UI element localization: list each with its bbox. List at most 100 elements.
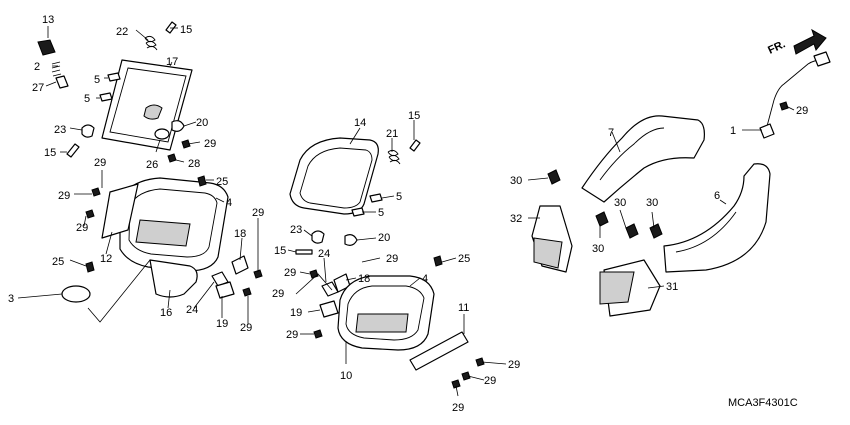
part-5-nut-a[interactable] bbox=[107, 72, 121, 82]
callout-5b: 5 bbox=[84, 93, 90, 105]
part-30-clip-b[interactable] bbox=[595, 211, 609, 227]
callout-15b: 15 bbox=[44, 147, 56, 159]
right-group bbox=[531, 28, 831, 317]
callout-29a: 29 bbox=[204, 138, 216, 150]
callout-7: 7 bbox=[608, 127, 614, 139]
part-27-pin[interactable] bbox=[55, 75, 69, 89]
callout-28: 28 bbox=[188, 158, 200, 170]
callout-23a: 23 bbox=[54, 124, 66, 136]
callout-20a: 20 bbox=[196, 117, 208, 129]
part-16-body[interactable] bbox=[149, 259, 198, 298]
part-20-washer[interactable] bbox=[171, 120, 185, 132]
part-19-stay-center[interactable] bbox=[319, 300, 339, 318]
part-15-pin-center[interactable] bbox=[409, 139, 421, 152]
part-29-bolt-b[interactable] bbox=[91, 187, 101, 197]
part-25-screw-b[interactable] bbox=[85, 261, 95, 273]
callout-10: 10 bbox=[340, 370, 352, 382]
part-26-grommet[interactable] bbox=[154, 128, 170, 140]
part-7-duct[interactable] bbox=[581, 115, 705, 203]
callout-29k: 29 bbox=[286, 329, 298, 341]
part-15-pin-left[interactable] bbox=[66, 143, 80, 158]
callout-13: 13 bbox=[42, 14, 54, 26]
part-5-nut-c[interactable] bbox=[369, 193, 383, 203]
part-11-bracket[interactable] bbox=[409, 331, 469, 371]
center-group bbox=[289, 137, 485, 389]
part-14-lid[interactable] bbox=[289, 137, 379, 215]
part-23-clip-center[interactable] bbox=[311, 230, 325, 244]
part-29-bolt-j[interactable] bbox=[451, 379, 461, 389]
callout-25c: 25 bbox=[458, 253, 470, 265]
part-21-spring[interactable] bbox=[387, 149, 401, 165]
part-5-nut-d[interactable] bbox=[351, 207, 365, 217]
callout-29f: 29 bbox=[240, 322, 252, 334]
callout-15a: 15 bbox=[180, 24, 192, 36]
part-25-screw-a[interactable] bbox=[197, 175, 207, 187]
part-1-cable[interactable] bbox=[765, 59, 823, 131]
part-29-bolt-c[interactable] bbox=[85, 209, 95, 219]
callout-15d: 15 bbox=[274, 245, 286, 257]
part-5-nut-b[interactable] bbox=[99, 92, 113, 102]
part-12-bracket[interactable] bbox=[101, 183, 139, 239]
callout-29n: 29 bbox=[452, 402, 464, 414]
callout-29c: 29 bbox=[58, 190, 70, 202]
part-19-stay[interactable] bbox=[215, 281, 235, 299]
callout-5d: 5 bbox=[378, 207, 384, 219]
part-6-duct[interactable] bbox=[663, 163, 771, 273]
part-30-clip-a[interactable] bbox=[547, 169, 561, 185]
callout-22: 22 bbox=[116, 26, 128, 38]
part-15-pin-center-b[interactable] bbox=[295, 249, 313, 255]
part-29-bolt-i[interactable] bbox=[461, 371, 471, 381]
callout-29l: 29 bbox=[508, 359, 520, 371]
part-29-bolt-a[interactable] bbox=[181, 139, 191, 149]
part-20-washer-center[interactable] bbox=[344, 234, 358, 246]
callout-labels: 13 2 27 22 15 17 5 5 23 15 20 29 26 28 2… bbox=[8, 14, 808, 414]
part-1-connector[interactable] bbox=[813, 51, 831, 67]
callout-30d: 30 bbox=[592, 243, 604, 255]
callout-32: 32 bbox=[510, 213, 522, 225]
callout-15c: 15 bbox=[408, 110, 420, 122]
callout-31: 31 bbox=[666, 281, 678, 293]
callout-4b: 4 bbox=[422, 273, 428, 285]
part-22-spring[interactable] bbox=[144, 35, 158, 51]
callout-18a: 18 bbox=[234, 228, 246, 240]
part-2-spring[interactable] bbox=[51, 61, 62, 77]
callout-19a: 19 bbox=[216, 318, 228, 330]
callout-16: 16 bbox=[160, 307, 172, 319]
callout-20b: 20 bbox=[378, 232, 390, 244]
callout-30c: 30 bbox=[646, 197, 658, 209]
callout-25b: 25 bbox=[52, 256, 64, 268]
part-4-box-center[interactable] bbox=[337, 275, 435, 351]
callout-14: 14 bbox=[354, 117, 366, 129]
part-1-sensor[interactable] bbox=[759, 123, 775, 139]
part-13-cap[interactable] bbox=[37, 39, 56, 56]
callout-24b: 24 bbox=[318, 248, 330, 260]
part-15-pin-top[interactable] bbox=[165, 21, 177, 34]
callout-21: 21 bbox=[386, 128, 398, 140]
part-29-bolt-k[interactable] bbox=[779, 101, 789, 111]
part-28-bolt[interactable] bbox=[167, 153, 177, 163]
front-arrow-icon bbox=[793, 28, 827, 55]
callout-6: 6 bbox=[714, 190, 720, 202]
part-25-screw-center[interactable] bbox=[433, 255, 443, 267]
callout-18b: 18 bbox=[358, 273, 370, 285]
callout-29o: 29 bbox=[796, 105, 808, 117]
callout-12: 12 bbox=[100, 253, 112, 265]
part-3-cap[interactable] bbox=[61, 285, 91, 303]
callout-17: 17 bbox=[166, 56, 178, 68]
part-29-bolt-g[interactable] bbox=[313, 329, 323, 339]
part-30-clip-d[interactable] bbox=[649, 223, 663, 239]
callout-11: 11 bbox=[458, 302, 469, 314]
callout-19b: 19 bbox=[290, 307, 302, 319]
part-29-bolt-f[interactable] bbox=[309, 269, 319, 279]
part-30-clip-c[interactable] bbox=[625, 223, 639, 239]
left-lower-group bbox=[61, 175, 263, 303]
callout-4a: 4 bbox=[226, 197, 232, 209]
part-29-bolt-h[interactable] bbox=[475, 357, 485, 367]
callout-3: 3 bbox=[8, 293, 14, 305]
part-23-clip[interactable] bbox=[81, 124, 95, 138]
callout-24a: 24 bbox=[186, 304, 198, 316]
part-17-lid[interactable] bbox=[101, 59, 193, 151]
part-29-bolt-e[interactable] bbox=[242, 287, 252, 297]
callout-29j: 29 bbox=[272, 288, 284, 300]
